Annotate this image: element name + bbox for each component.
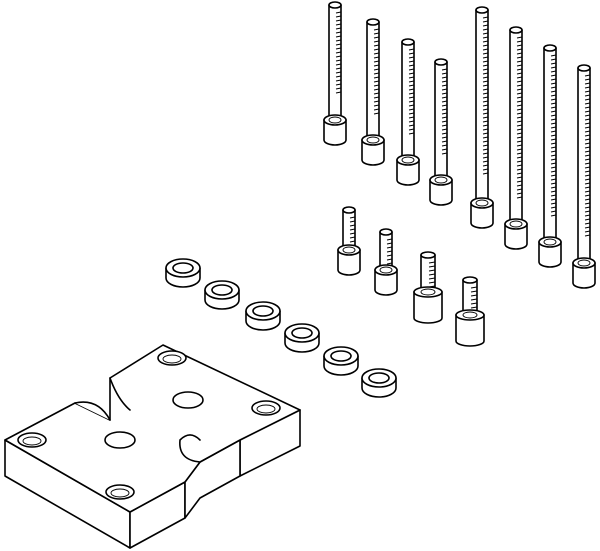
long-screw	[538, 44, 562, 268]
plate-notch-right	[179, 434, 201, 463]
long-screw	[323, 1, 347, 146]
plate-notch-left	[74, 401, 111, 421]
ring	[361, 368, 397, 398]
long-screw	[361, 18, 385, 166]
ring	[204, 280, 240, 310]
plate-hole	[172, 391, 204, 409]
long-screw	[396, 38, 420, 186]
ring	[284, 323, 320, 353]
short-screw	[337, 206, 361, 276]
screws-group	[323, 1, 596, 347]
long-screw	[504, 26, 528, 250]
plate-hole-inner	[162, 354, 182, 364]
rings-group	[165, 258, 397, 398]
plate-top-face	[4, 344, 301, 513]
ring	[165, 258, 201, 288]
plate-hole-inner	[256, 404, 276, 414]
short-screw	[374, 228, 398, 296]
long-screw	[572, 64, 596, 289]
ring	[245, 301, 281, 331]
short-screw	[455, 276, 485, 347]
ring	[323, 346, 359, 376]
long-screw	[429, 58, 453, 206]
adapter-plate	[4, 344, 301, 549]
plate-hole-inner	[110, 488, 130, 498]
plate-notch-top	[109, 377, 131, 411]
long-screw	[470, 6, 494, 229]
plate-hole-inner	[22, 436, 42, 446]
short-screw	[413, 251, 443, 324]
plate-hole	[104, 431, 136, 449]
